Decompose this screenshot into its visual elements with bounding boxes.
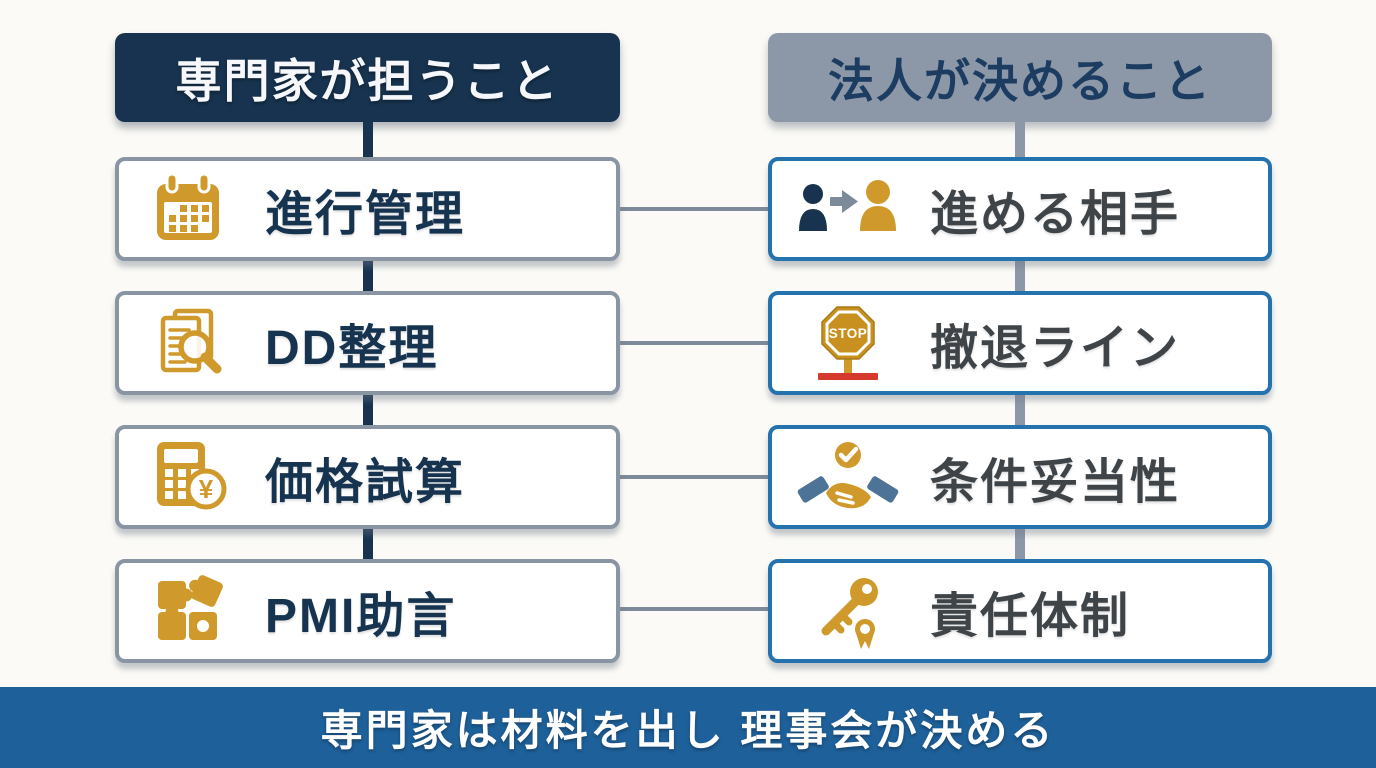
- right-item-terms-validity: 条件妥当性: [768, 425, 1272, 529]
- right-column-header-label: 法人が決めること: [828, 54, 1212, 107]
- right-item-responsibility-structure: 責任体制: [768, 559, 1272, 663]
- right-item-label: 進める相手: [930, 188, 1181, 241]
- cross-connector-row1: [619, 207, 768, 211]
- right-connector-row3-row4: [1015, 529, 1025, 559]
- left-item-label: DD整理: [265, 322, 439, 375]
- puzzle-icon: [141, 574, 237, 648]
- left-item-price-estimation: ¥ 価格試算: [115, 425, 620, 529]
- cross-connector-row4: [619, 607, 768, 611]
- right-connector-row1-row2: [1015, 261, 1025, 291]
- left-connector-row1-row2: [363, 261, 373, 291]
- left-item-label: 進行管理: [265, 188, 466, 241]
- left-connector-header-row1: [363, 122, 373, 157]
- right-item-label: 責任体制: [930, 590, 1131, 643]
- right-item-label: 撤退ライン: [930, 322, 1181, 375]
- key-medal-icon: [794, 571, 902, 651]
- right-column-header: 法人が決めること: [768, 33, 1272, 122]
- stop-sign-icon: STOP: [794, 303, 902, 383]
- right-connector-header-row1: [1015, 122, 1025, 157]
- left-column-header: 専門家が担うこと: [115, 33, 620, 122]
- handshake-check-icon: [794, 437, 902, 517]
- left-item-label: PMI助言: [265, 590, 457, 643]
- person-to-person-icon: [794, 173, 902, 245]
- right-item-counterparty: 進める相手: [768, 157, 1272, 261]
- cross-connector-row2: [619, 341, 768, 345]
- document-search-icon: [141, 306, 237, 380]
- left-item-progress-management: 進行管理: [115, 157, 620, 261]
- left-item-dd-organizing: DD整理: [115, 291, 620, 395]
- calendar-icon: [141, 172, 237, 246]
- left-column-header-label: 専門家が担うこと: [175, 54, 560, 107]
- right-item-withdrawal-line: STOP 撤退ライン: [768, 291, 1272, 395]
- right-connector-row2-row3: [1015, 395, 1025, 425]
- left-connector-row2-row3: [363, 395, 373, 425]
- stop-sign-text: STOP: [829, 326, 868, 341]
- cross-connector-row3: [619, 475, 768, 479]
- footer-banner-label: 専門家は材料を出し 理事会が決める: [320, 707, 1056, 754]
- left-item-pmi-advice: PMI助言: [115, 559, 620, 663]
- right-item-label: 条件妥当性: [930, 456, 1181, 509]
- left-item-label: 価格試算: [265, 456, 466, 509]
- yen-symbol: ¥: [199, 474, 214, 504]
- calculator-yen-icon: ¥: [141, 440, 237, 514]
- footer-banner: 専門家は材料を出し 理事会が決める: [0, 687, 1376, 768]
- left-connector-row3-row4: [363, 529, 373, 559]
